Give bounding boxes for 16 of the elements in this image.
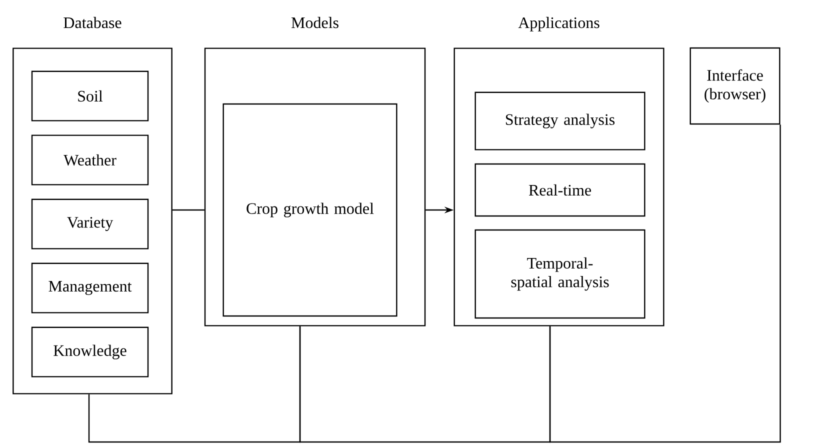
- node-label: Models: [291, 16, 338, 28]
- process-box: Crop growth model: [222, 103, 398, 317]
- process-box: Interface (browser): [690, 47, 780, 125]
- process-box: Temporal-spatial analysis: [474, 229, 646, 319]
- process-box: Strategy analysis: [474, 92, 646, 150]
- process-box: Weather: [31, 134, 149, 186]
- process-box: Knowledge: [31, 326, 149, 378]
- node-label: Applications: [518, 16, 600, 32]
- bus-line: [549, 124, 781, 443]
- node-label: Database: [64, 16, 122, 28]
- process-box: Variety: [31, 198, 149, 250]
- process-box: Soil: [31, 70, 149, 122]
- process-box: Management: [31, 262, 149, 314]
- process-box: Real-time: [474, 163, 646, 217]
- connector-line: [172, 209, 204, 211]
- bus-line: [299, 326, 551, 443]
